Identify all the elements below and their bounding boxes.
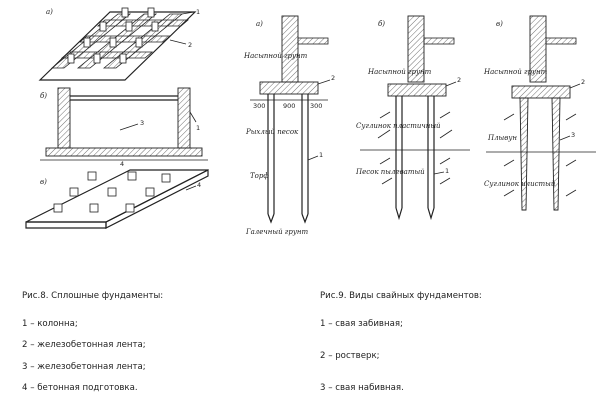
fig9-a-loose-sand: Рыхлый песок (245, 128, 299, 136)
fig9-a-peat: Торф (250, 172, 269, 180)
fig8-caption-title: Рис.8. Сплошные фундаменты: (22, 291, 164, 301)
fig9-a-soil-bulk: Насыпной грунт (243, 52, 308, 60)
fig9-a-dim-900: 900 (283, 102, 295, 110)
fig9-v-quicksand: Плывун (487, 134, 517, 142)
fig9-caption-item-3: 3 – свая набивная. (320, 383, 404, 393)
fig9-panel-b-piles: б) Насыпной грунт 2 Суглинок пластичный … (355, 15, 470, 221)
fig8-caption-item-2: 2 – железобетонная лента; (22, 340, 146, 350)
fig9-v-silty-loam: Суглинок илистый (484, 180, 556, 188)
fig9-a-mark-1: 1 (319, 151, 323, 159)
fig9-b-fine-sand: Песок пылеватый (355, 168, 425, 176)
fig8-panel-b-label: б) (40, 92, 47, 100)
fig8-panel-a-grid-foundation: а) 1 2 (38, 7, 200, 81)
fig9-a-dim-300-right: 300 (310, 102, 322, 110)
fig9-v-mark-2: 2 (581, 78, 585, 86)
fig8-mark-3: 3 (140, 119, 144, 127)
fig8-panel-b-strip-foundation: б) 3 1 4 (40, 87, 208, 168)
fig9-v-mark-3: 3 (571, 131, 575, 139)
fig9-b-soil-bulk: Насыпной грунт (367, 68, 432, 76)
fig9-a-dim-300-left: 300 (253, 102, 265, 110)
fig8-panel-v-label: в) (40, 178, 47, 186)
fig9-caption-item-2: 2 – ростверк; (320, 351, 380, 361)
fig9-panel-b-label: б) (378, 20, 385, 28)
fig9-caption-item-1: 1 – свая забивная; (320, 319, 403, 329)
foundation-drawings: а) 1 2 б) 3 1 (25, 7, 596, 236)
fig9-panel-v-label: в) (496, 20, 503, 28)
fig9-b-mark-2: 2 (457, 76, 461, 84)
fig8-caption-item-1: 1 – колонна; (22, 319, 78, 329)
fig9-caption-title: Рис.9. Виды свайных фундаментов: (320, 291, 482, 301)
fig9-v-soil-bulk: Насыпной грунт (483, 68, 548, 76)
fig9-panel-v-bored-piles: в) Насыпной грунт 2 Плывун 3 Суглинок ил… (483, 15, 596, 211)
fig9-panel-a-label: а) (256, 20, 263, 28)
fig8-panel-a-label: а) (46, 8, 53, 16)
fig9-b-plastic-loam: Суглинок пластичный (356, 122, 441, 130)
fig9-b-mark-1: 1 (445, 167, 449, 175)
fig8-mark-1b: 1 (196, 124, 200, 132)
fig8-mark-1: 1 (196, 8, 200, 16)
fig8-caption-item-4: 4 – бетонная подготовка. (22, 383, 138, 393)
fig8-caption-item-3: 3 – железобетонная лента; (22, 362, 146, 372)
fig9-a-mark-2: 2 (331, 74, 335, 82)
fig8-mark-2: 2 (188, 41, 192, 49)
fig9-a-gravel-soil: Галечный грунт (245, 228, 308, 236)
fig8-mark-4: 4 (120, 160, 124, 168)
fig8-mark-4b: 4 (197, 181, 201, 189)
fig8-panel-v-slab-foundation: в) 4 (25, 169, 209, 229)
fig9-panel-a-driven-piles: а) Насыпной грунт 2 300 900 300 Рыхлый п… (243, 15, 335, 236)
